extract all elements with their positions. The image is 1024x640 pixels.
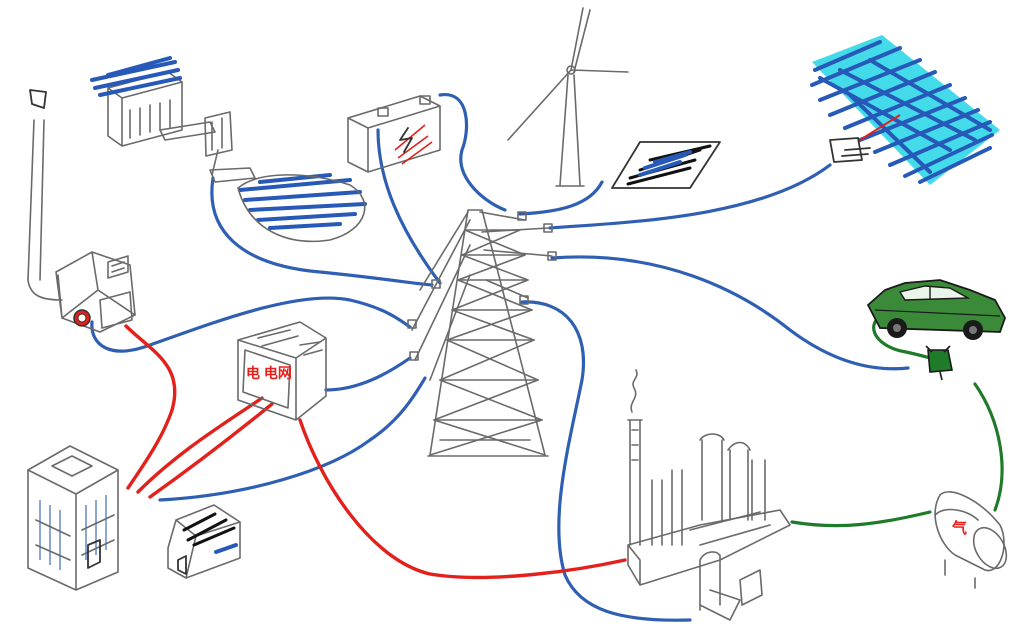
line-battery-left-tower <box>376 128 442 285</box>
line-building-tower <box>158 376 427 502</box>
building-icon <box>27 445 119 591</box>
solar-panel-large-icon <box>810 35 1000 185</box>
transmission-tower-icon <box>407 209 557 457</box>
line-substation-tower <box>324 356 412 392</box>
line-battery-tower <box>438 93 507 212</box>
battery-icon <box>347 95 441 173</box>
hydro-reservoir-icon <box>90 56 367 243</box>
line-generator-tower <box>90 296 412 353</box>
substation-icon: 电 电网 <box>237 321 327 421</box>
line-tank-plug <box>973 382 1004 512</box>
line-substation-building-1 <box>136 396 264 494</box>
line-factory-tower <box>520 300 692 622</box>
house-icon <box>167 504 241 579</box>
line-turbine-tower <box>518 180 604 216</box>
power-lines <box>90 93 910 622</box>
heat-lines <box>124 324 627 580</box>
line-factory-tank <box>790 510 932 528</box>
line-substation-factory <box>298 418 627 580</box>
solar-panel-small-icon <box>611 141 721 189</box>
plug-icon <box>925 345 953 381</box>
substation-label: 电 电网 <box>246 365 292 381</box>
tank-label: 气 <box>951 519 967 537</box>
wind-turbine-icon <box>507 7 629 187</box>
line-car-tower <box>550 255 910 371</box>
gas-lines <box>790 316 1004 528</box>
generator-icon <box>27 89 136 333</box>
line-solar-tower <box>548 163 832 230</box>
line-reservoir-tower <box>210 176 434 287</box>
factory-icon <box>627 369 791 621</box>
tank-icon: 气 <box>934 491 1008 589</box>
electric-car-icon <box>866 279 1006 340</box>
line-generator-building <box>124 324 177 490</box>
line-substation-building-2 <box>148 402 274 499</box>
